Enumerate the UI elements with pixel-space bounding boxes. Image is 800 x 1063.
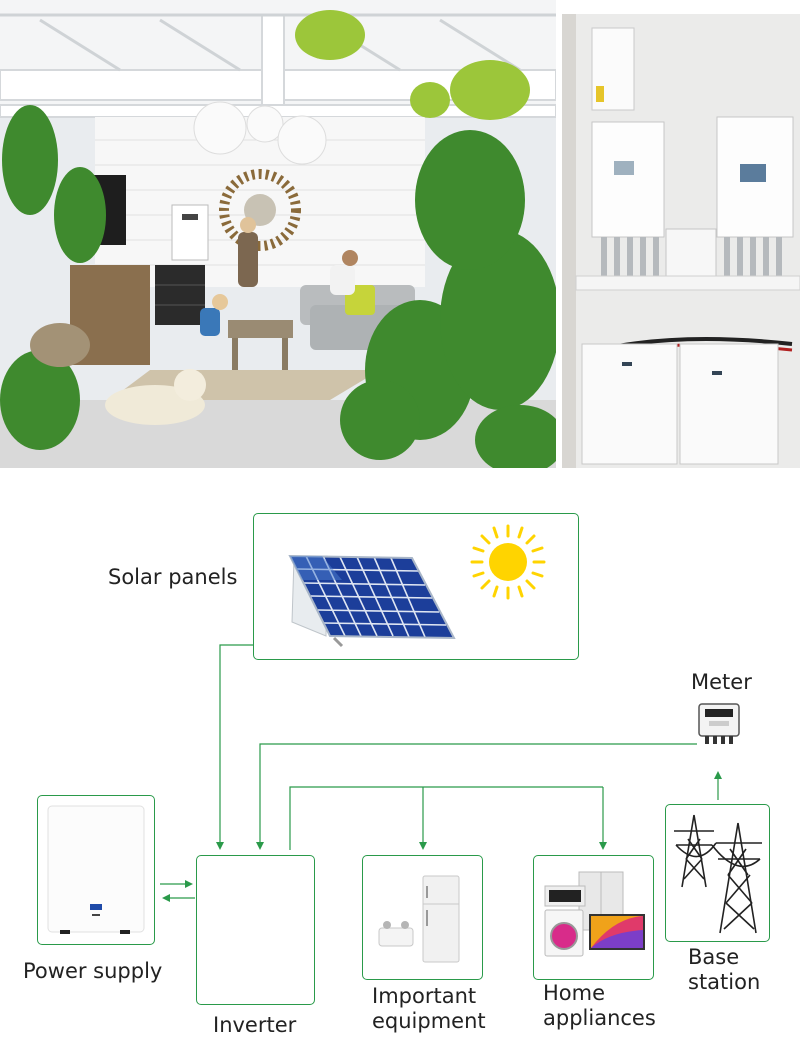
solar-panels-box (253, 513, 579, 660)
living-room-photo (0, 0, 556, 468)
appliances-icon (544, 871, 645, 957)
meter-label: Meter (691, 670, 752, 694)
inverter-box (196, 855, 315, 1005)
home-appliances-label: Home appliances (543, 981, 656, 1030)
battery-icon (47, 805, 145, 934)
refrigerator-icon (378, 875, 460, 963)
power-supply-box (37, 795, 155, 945)
power-tower-icon (674, 814, 762, 934)
solar-panels-label: Solar panels (108, 565, 238, 589)
installed-system-photo (562, 14, 800, 468)
base-station-label: Base station (688, 945, 761, 994)
base-station-box (665, 804, 770, 942)
solar-panel-icon (288, 554, 456, 648)
inverter-label: Inverter (213, 1013, 297, 1037)
home-appliances-box (533, 855, 654, 980)
important-equipment-label: Important equipment (372, 984, 486, 1033)
important-equipment-box (362, 855, 483, 980)
sun-icon (470, 524, 546, 600)
power-supply-label: Power supply (23, 959, 163, 983)
meter-icon (698, 703, 740, 744)
